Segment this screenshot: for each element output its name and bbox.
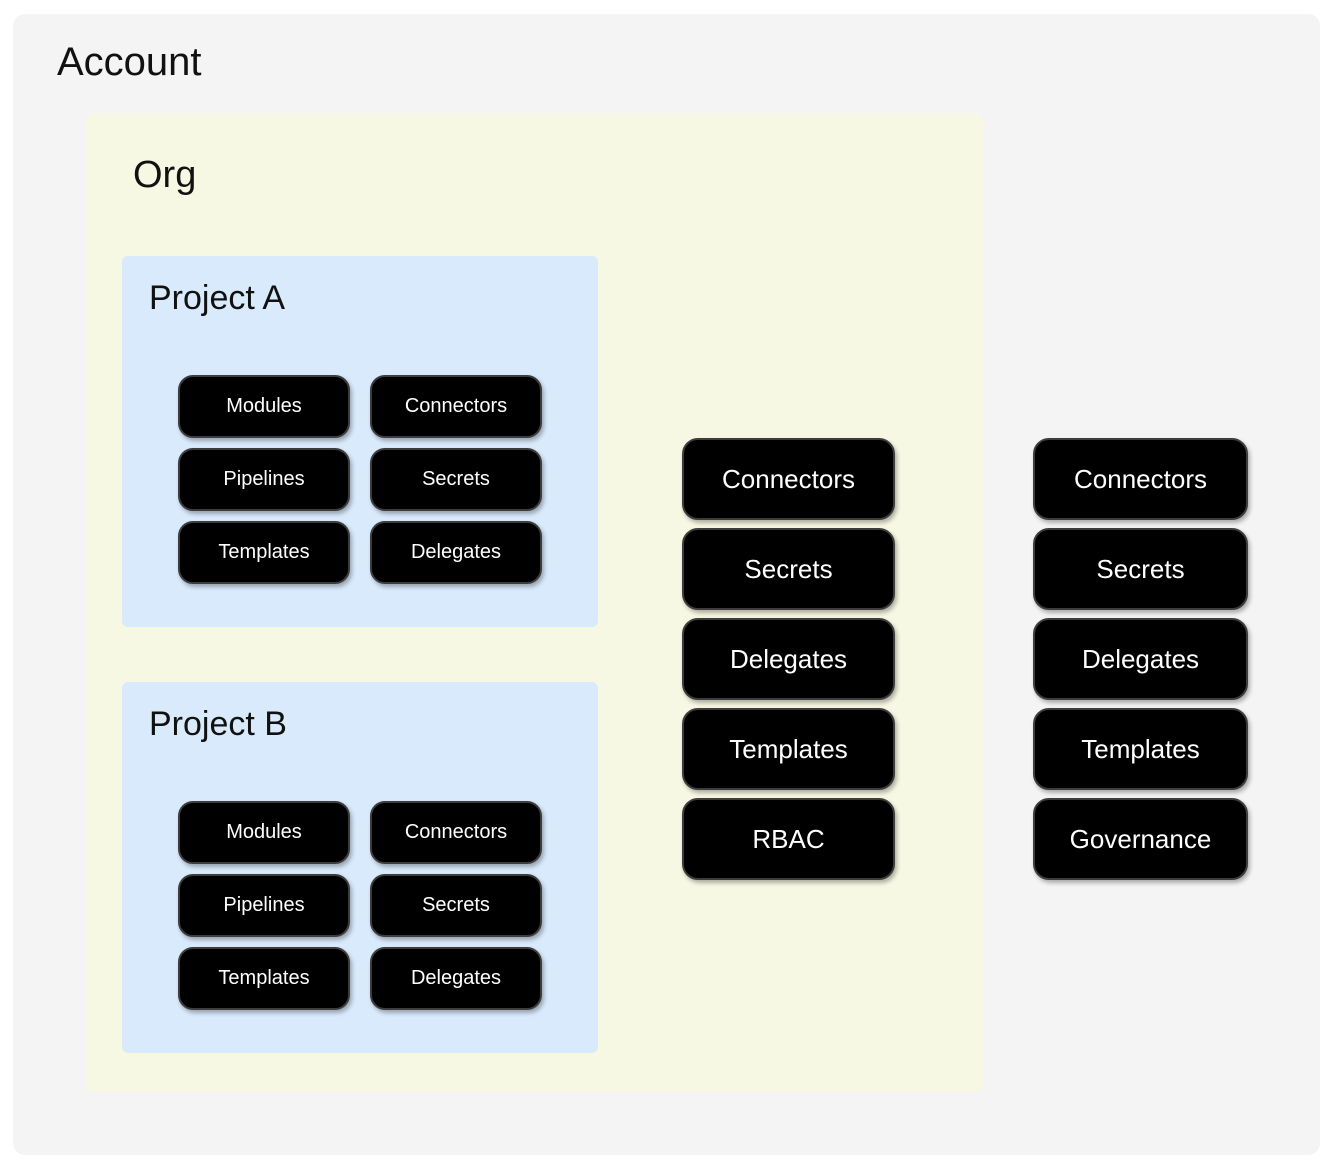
project-a-delegates-node: Delegates	[370, 521, 542, 584]
org-templates-node: Templates	[682, 708, 895, 790]
account-templates-node: Templates	[1033, 708, 1248, 790]
project-b-templates-node: Templates	[178, 947, 350, 1010]
account-governance-node: Governance	[1033, 798, 1248, 880]
org-container: Org Project A Modules Connectors Pipelin…	[85, 113, 983, 1092]
account-title: Account	[57, 40, 202, 84]
account-resource-column: Connectors Secrets Delegates Templates G…	[1033, 438, 1248, 880]
org-delegates-node: Delegates	[682, 618, 895, 700]
org-secrets-node: Secrets	[682, 528, 895, 610]
project-a-pipelines-node: Pipelines	[178, 448, 350, 511]
project-b-title: Project B	[149, 705, 287, 743]
project-b-secrets-node: Secrets	[370, 874, 542, 937]
org-title: Org	[133, 154, 197, 196]
project-b-delegates-node: Delegates	[370, 947, 542, 1010]
account-container: Account Org Project A Modules Connectors…	[13, 14, 1320, 1155]
project-a-title: Project A	[149, 279, 286, 317]
account-connectors-node: Connectors	[1033, 438, 1248, 520]
account-delegates-node: Delegates	[1033, 618, 1248, 700]
project-b-pipelines-node: Pipelines	[178, 874, 350, 937]
project-a-container: Project A Modules Connectors Pipelines S…	[122, 256, 598, 627]
project-a-resource-grid: Modules Connectors Pipelines Secrets Tem…	[178, 375, 542, 584]
project-a-modules-node: Modules	[178, 375, 350, 438]
account-secrets-node: Secrets	[1033, 528, 1248, 610]
project-b-resource-grid: Modules Connectors Pipelines Secrets Tem…	[178, 801, 542, 1010]
org-rbac-node: RBAC	[682, 798, 895, 880]
org-resource-column: Connectors Secrets Delegates Templates R…	[682, 438, 895, 880]
project-a-connectors-node: Connectors	[370, 375, 542, 438]
project-b-modules-node: Modules	[178, 801, 350, 864]
project-a-templates-node: Templates	[178, 521, 350, 584]
project-a-secrets-node: Secrets	[370, 448, 542, 511]
org-connectors-node: Connectors	[682, 438, 895, 520]
project-b-connectors-node: Connectors	[370, 801, 542, 864]
project-b-container: Project B Modules Connectors Pipelines S…	[122, 682, 598, 1053]
